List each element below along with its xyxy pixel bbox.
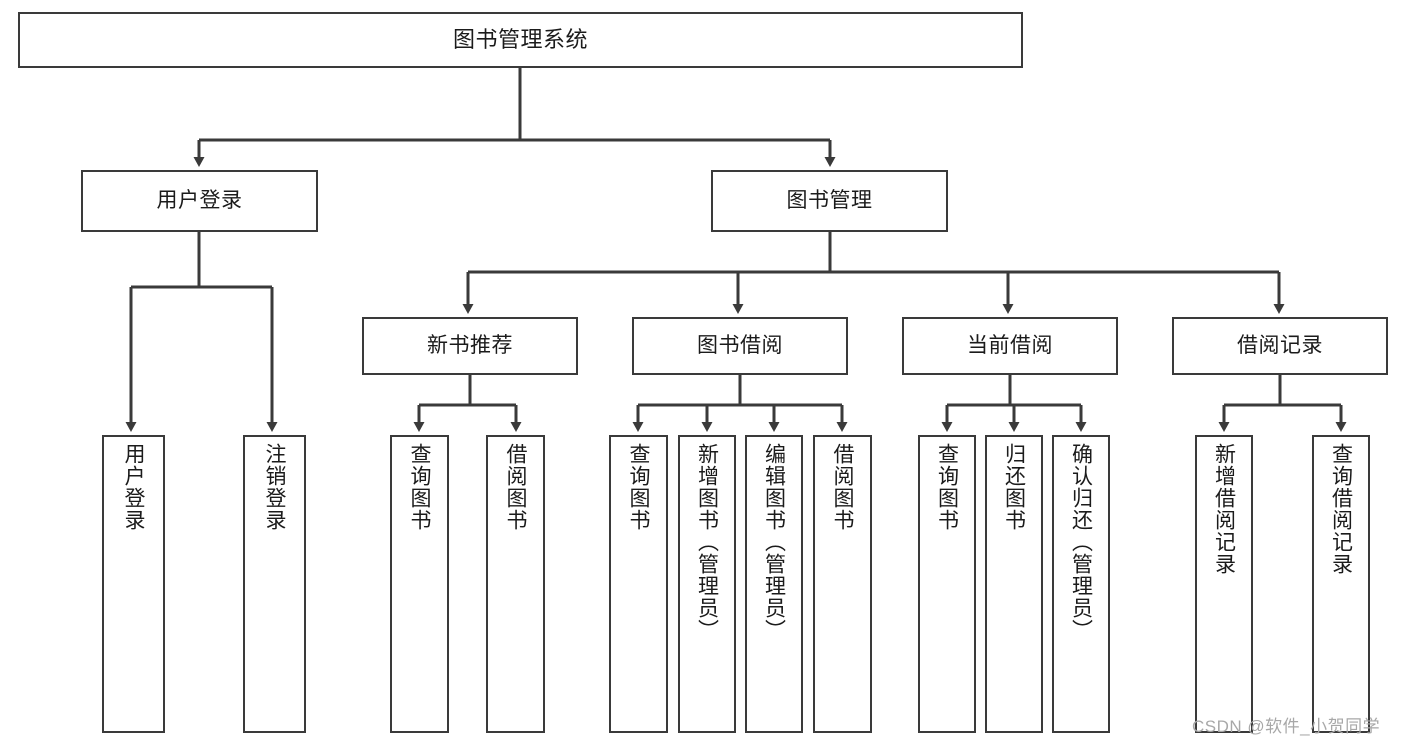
- node-leaf-query-book-1[interactable]: 查询图书: [390, 435, 449, 733]
- node-leaf-query-book-3-label: 查询图书: [935, 443, 959, 531]
- node-leaf-add-book-label: 新增图书（管理员）: [695, 443, 719, 641]
- node-leaf-edit-book-label: 编辑图书（管理员）: [762, 443, 786, 641]
- node-leaf-borrow-book-1[interactable]: 借阅图书: [486, 435, 545, 733]
- node-leaf-edit-book[interactable]: 编辑图书（管理员）: [745, 435, 803, 733]
- node-leaf-query-book-2-label: 查询图书: [627, 443, 650, 531]
- node-leaf-confirm-return-label: 确认归还（管理员）: [1069, 443, 1093, 641]
- node-new-book-recommend[interactable]: 新书推荐: [362, 317, 578, 375]
- node-leaf-user-logout[interactable]: 注销登录: [243, 435, 306, 733]
- node-current-borrow-label: 当前借阅: [967, 334, 1053, 358]
- node-leaf-borrow-book-2-label: 借阅图书: [831, 443, 854, 531]
- node-leaf-add-book[interactable]: 新增图书（管理员）: [678, 435, 736, 733]
- node-user-login-label: 用户登录: [156, 189, 243, 213]
- node-leaf-borrow-book-2[interactable]: 借阅图书: [813, 435, 872, 733]
- node-leaf-user-login-label: 用户登录: [122, 443, 145, 531]
- node-book-borrow-label: 图书借阅: [697, 334, 783, 358]
- node-user-login[interactable]: 用户登录: [81, 170, 318, 232]
- node-root[interactable]: 图书管理系统: [18, 12, 1023, 68]
- node-leaf-add-borrow-record-label: 新增借阅记录: [1212, 443, 1236, 575]
- node-book-manage[interactable]: 图书管理: [711, 170, 948, 232]
- node-leaf-user-login[interactable]: 用户登录: [102, 435, 165, 733]
- node-leaf-query-borrow-record[interactable]: 查询借阅记录: [1312, 435, 1370, 733]
- node-leaf-borrow-book-1-label: 借阅图书: [504, 443, 527, 531]
- node-book-borrow[interactable]: 图书借阅: [632, 317, 848, 375]
- node-book-manage-label: 图书管理: [786, 189, 873, 213]
- node-leaf-query-book-2[interactable]: 查询图书: [609, 435, 668, 733]
- node-leaf-return-book-label: 归还图书: [1002, 443, 1026, 531]
- node-root-label: 图书管理系统: [452, 26, 588, 52]
- csdn-watermark: CSDN @软件_小贺同学: [1192, 717, 1381, 736]
- node-leaf-query-book-1-label: 查询图书: [408, 443, 431, 531]
- node-current-borrow[interactable]: 当前借阅: [902, 317, 1118, 375]
- node-leaf-add-borrow-record[interactable]: 新增借阅记录: [1195, 435, 1253, 733]
- node-leaf-query-borrow-record-label: 查询借阅记录: [1329, 443, 1353, 575]
- node-borrow-record-label: 借阅记录: [1237, 334, 1323, 358]
- node-leaf-return-book[interactable]: 归还图书: [985, 435, 1043, 733]
- node-leaf-user-logout-label: 注销登录: [263, 443, 286, 531]
- node-new-book-recommend-label: 新书推荐: [427, 334, 513, 358]
- node-leaf-query-book-3[interactable]: 查询图书: [918, 435, 976, 733]
- node-leaf-confirm-return[interactable]: 确认归还（管理员）: [1052, 435, 1110, 733]
- node-borrow-record[interactable]: 借阅记录: [1172, 317, 1388, 375]
